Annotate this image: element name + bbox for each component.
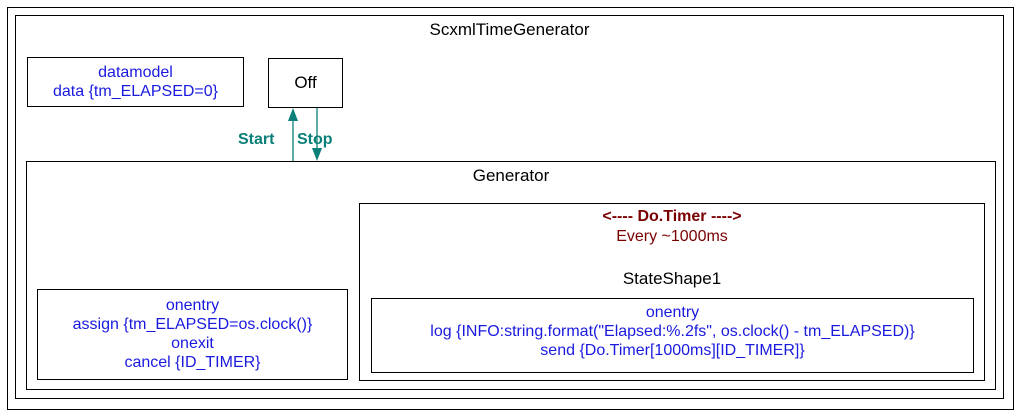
generator-onentry-line: assign {tm_ELAPSED=os.clock()} [72,316,313,333]
datamodel-box[interactable]: datamodel data {tm_ELAPSED=0} [27,57,244,107]
generator-actions-box[interactable]: onentry assign {tm_ELAPSED=os.clock()} o… [37,289,348,380]
start-transition-arrow[interactable] [288,108,298,161]
stateshape1-event: <---- Do.Timer ----> [602,208,742,225]
stateshape1-onentry-title: onentry [645,304,700,321]
off-state-label: Off [294,73,317,92]
stateshape1-state[interactable]: <---- Do.Timer ----> Every ~1000ms State… [359,203,985,381]
stateshape1-actions-text: onentry log {INFO:string.format("Elapsed… [372,303,973,360]
stateshape1-actions-box[interactable]: onentry log {INFO:string.format("Elapsed… [371,298,974,373]
stateshape1-log-line: log {INFO:string.format("Elapsed:%.2fs",… [430,323,915,340]
datamodel-line: data {tm_ELAPSED=0} [53,83,218,100]
stateshape1-interval: Every ~1000ms [616,228,728,245]
generator-onexit-line: cancel {ID_TIMER} [124,354,261,371]
start-transition-label[interactable]: Start [238,131,275,148]
off-state[interactable]: Off [268,58,343,108]
generator-onentry-title: onentry [165,297,220,314]
stop-transition-arrow[interactable] [312,108,322,161]
stop-transition-label[interactable]: Stop [297,131,333,148]
stateshape1-send-line: send {Do.Timer[1000ms][ID_TIMER]} [540,342,805,359]
datamodel-title: datamodel [98,64,173,81]
generator-title: Generator [472,166,550,185]
stateshape1-title: StateShape1 [622,269,722,288]
generator-actions-text: onentry assign {tm_ELAPSED=os.clock()} o… [38,296,347,372]
root-state-title: ScxmlTimeGenerator [429,20,590,39]
datamodel-text: datamodel data {tm_ELAPSED=0} [28,63,243,101]
generator-onexit-title: onexit [171,335,214,352]
